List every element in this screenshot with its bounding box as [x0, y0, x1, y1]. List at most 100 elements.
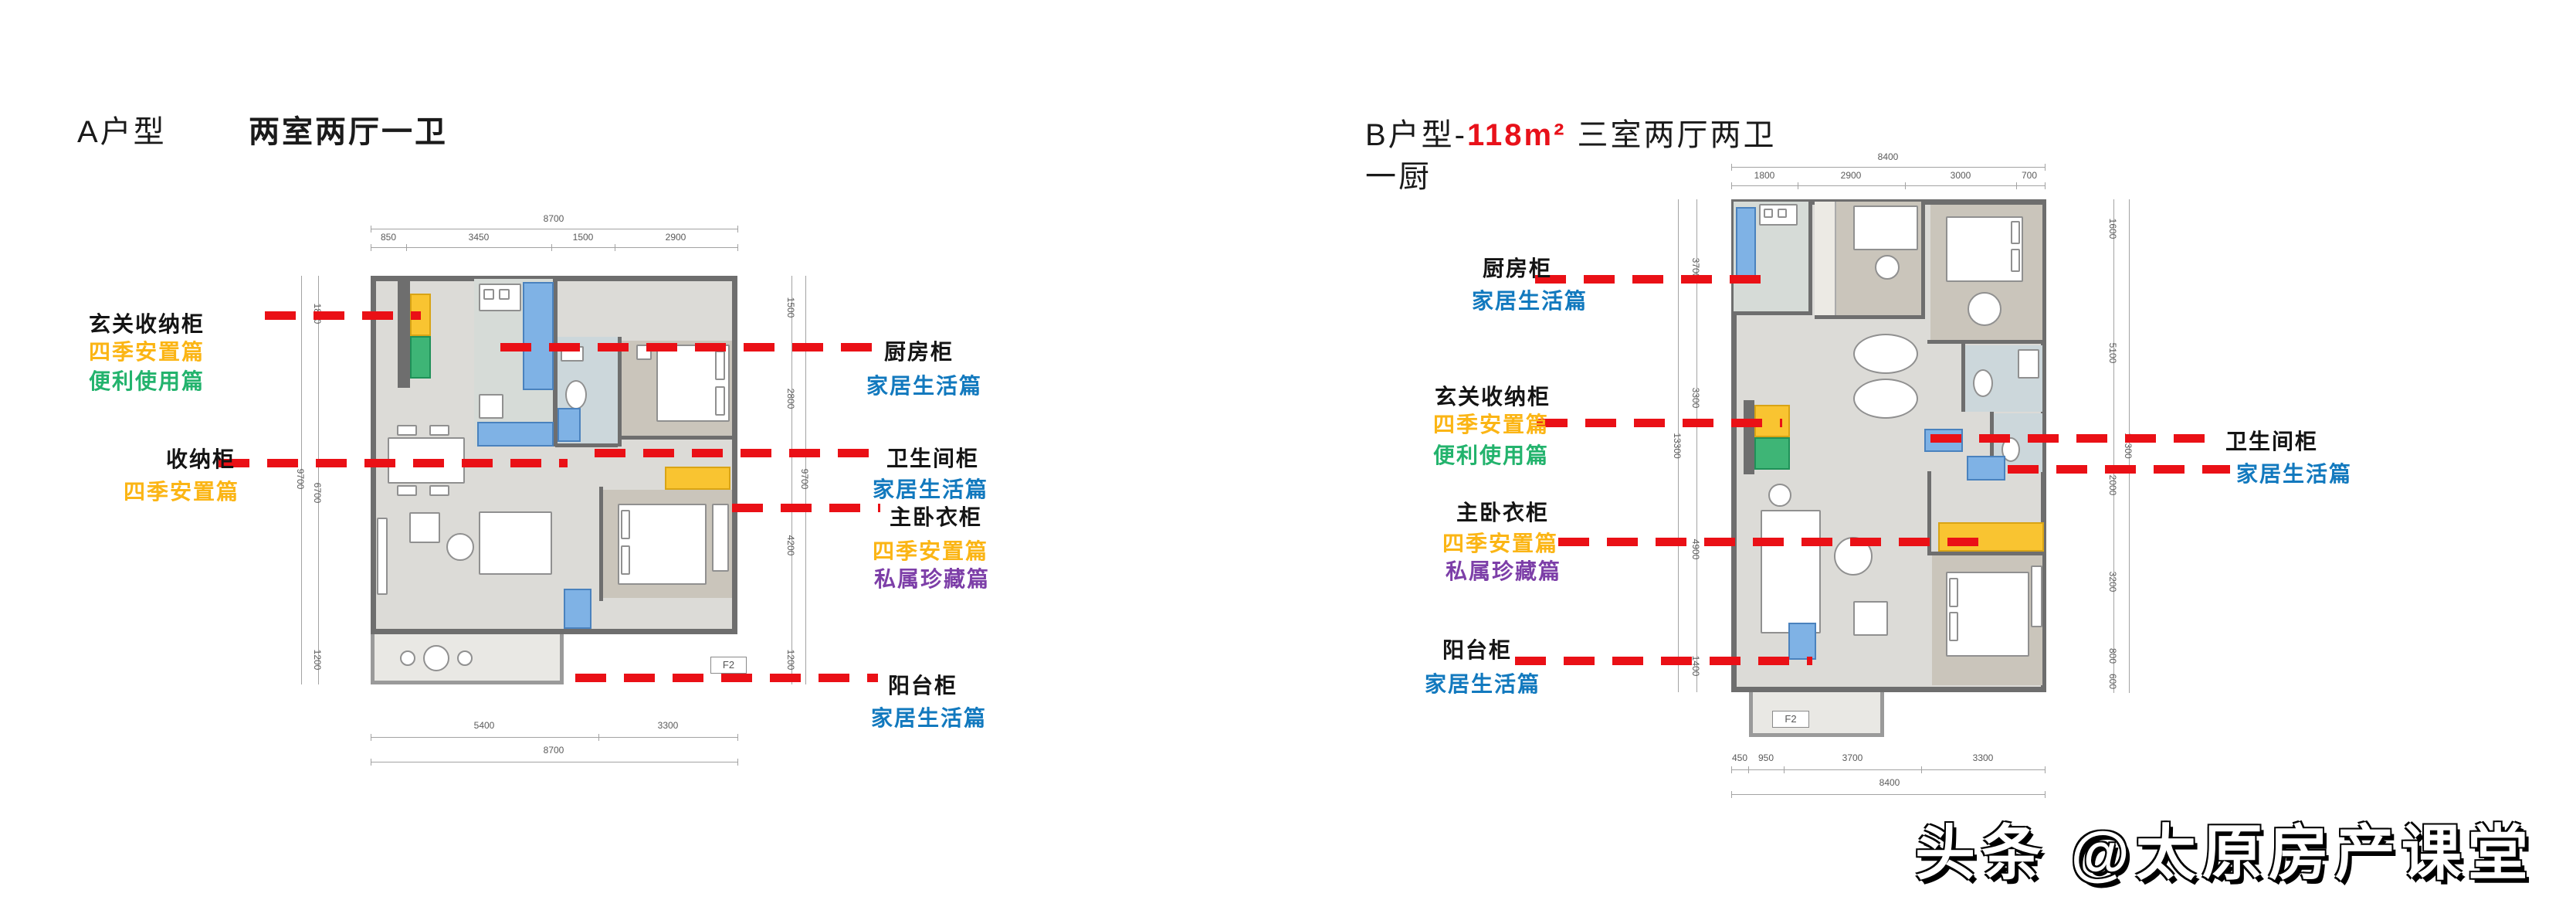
plan-b-title-suffix: 三室两厅两卫 — [1566, 118, 1777, 152]
dim-b-top-1: 2900 — [1840, 170, 1862, 181]
pillow — [621, 510, 630, 539]
callout-a-storage-label: 收纳柜 — [166, 447, 236, 471]
dim-a-left-1: 6700 — [312, 482, 323, 504]
chair — [397, 425, 417, 436]
dim-a-right-total: 9700 — [799, 468, 810, 490]
plan-a-title-name: 两室两厅一卫 — [249, 115, 448, 149]
callout-a-balcony-label: 阳台柜 — [888, 674, 958, 698]
leader-line — [2008, 465, 2230, 474]
callout-a-bath-label: 卫生间柜 — [886, 447, 980, 470]
dim-line — [1731, 167, 2045, 168]
balcony-table-a — [423, 645, 449, 671]
tick — [1731, 766, 1732, 773]
master-wardrobe-a — [665, 467, 730, 490]
dim-a-right-2: 4200 — [785, 535, 796, 556]
dim-line — [791, 276, 792, 684]
balcony-cabinet-a — [564, 589, 591, 629]
dim-a-right-1: 2800 — [785, 388, 796, 409]
wardrobe-strip-b — [1815, 202, 1836, 318]
dim-b-top-0: 1800 — [1754, 170, 1775, 181]
tick — [1731, 164, 1732, 171]
tick — [2045, 791, 2046, 798]
dim-a-right-3: 1200 — [785, 649, 796, 671]
kitchen-cabinet-a — [523, 282, 554, 390]
dim-b-bottom-0: 450 — [1731, 752, 1748, 763]
callout-a-wardrobe-tag2: 私属珍藏篇 — [874, 567, 991, 591]
tick — [2045, 182, 2046, 189]
dim-line — [318, 276, 319, 684]
dim-b-right-5: 600 — [2107, 673, 2118, 690]
balcony-stool — [457, 650, 473, 666]
dim-a-left-2: 1200 — [312, 649, 323, 671]
dim-b-left-1: 3300 — [1690, 387, 1701, 409]
dim-b-bottom-total: 8400 — [1879, 777, 1900, 788]
wall — [1927, 340, 2042, 344]
tick — [2016, 182, 2017, 189]
plan-a-title: A户型 — [77, 107, 167, 151]
tick — [2045, 766, 2046, 773]
dim-line — [1696, 199, 1697, 692]
wall — [618, 436, 732, 440]
tick — [737, 759, 738, 766]
leader-line — [575, 674, 878, 682]
dim-b-left-total: 13300 — [1672, 433, 1683, 459]
tick — [1905, 182, 1906, 189]
dim-line — [2113, 199, 2114, 693]
pillow — [1949, 612, 1958, 641]
tick — [406, 244, 407, 251]
leader-line — [1535, 275, 1761, 284]
toilet1-b — [1973, 369, 1993, 397]
dim-b-top-3: 700 — [2021, 170, 2038, 181]
entry-cabinet-green-a — [410, 336, 431, 379]
tick — [1921, 766, 1922, 773]
wall — [1927, 471, 1931, 555]
leader-line — [1537, 419, 1782, 427]
wall — [555, 443, 618, 447]
callout-b-entry-tag2: 便利使用篇 — [1433, 443, 1550, 467]
leader-line — [732, 504, 880, 512]
dim-a-bottom-total: 8700 — [543, 745, 564, 756]
callout-a-balcony-tag1: 家居生活篇 — [871, 706, 988, 730]
watermark: 头条 @太原房产课堂 — [1915, 819, 2534, 887]
dim-a-top-2: 1500 — [572, 232, 594, 243]
dim-line — [1731, 769, 2045, 770]
callout-b-wardrobe-label: 主卧衣柜 — [1456, 501, 1550, 525]
dresser-a — [712, 504, 729, 572]
plan-b-title-line2: 一厨 — [1365, 160, 1432, 194]
callout-a-wardrobe-label: 主卧衣柜 — [890, 505, 983, 529]
pillow — [1949, 578, 1958, 607]
wall — [1734, 311, 1808, 315]
tick — [737, 734, 738, 741]
rug-b — [1968, 292, 2001, 326]
dim-a-top-0: 850 — [380, 232, 397, 243]
fridge-a — [479, 394, 503, 419]
chair-round-b — [1875, 255, 1900, 280]
callout-b-bath-tag1: 家居生活篇 — [2236, 462, 2353, 486]
callout-b-entry-tag1: 四季安置篇 — [1433, 413, 1550, 436]
dining-table-b2 — [1853, 379, 1918, 419]
tick — [1731, 182, 1732, 189]
pillow — [715, 351, 725, 380]
sink-bowl — [499, 289, 510, 300]
dim-b-right-2: 2000 — [2107, 474, 2118, 496]
chair — [429, 485, 449, 496]
dim-b-top-total: 8400 — [1877, 151, 1899, 162]
dim-line — [1678, 199, 1679, 692]
side-table-b — [1768, 484, 1791, 507]
dim-b-bottom-1: 950 — [1757, 752, 1774, 763]
callout-a-wardrobe-tag1: 四季安置篇 — [873, 539, 989, 563]
callout-b-kitchen-tag1: 家居生活篇 — [1472, 289, 1588, 313]
master-bed-b — [1946, 572, 2029, 657]
dim-b-left-0: 3700 — [1690, 257, 1701, 279]
callout-b-kitchen-label: 厨房柜 — [1483, 256, 1553, 280]
dim-line — [371, 737, 737, 738]
leader-line — [1930, 434, 2212, 443]
callout-a-kitchen-tag1: 家居生活篇 — [866, 374, 983, 398]
callout-b-balcony-tag1: 家居生活篇 — [1425, 672, 1541, 696]
tick — [737, 226, 738, 233]
plan-b-title-prefix: B户型- — [1365, 118, 1467, 152]
plan-b-title: B户型-118m² 三室两厅两卫 — [1365, 110, 1777, 155]
dim-a-top-3: 2900 — [665, 232, 686, 243]
dim-line — [805, 276, 806, 684]
balcony-cabinet-b — [1788, 623, 1816, 660]
